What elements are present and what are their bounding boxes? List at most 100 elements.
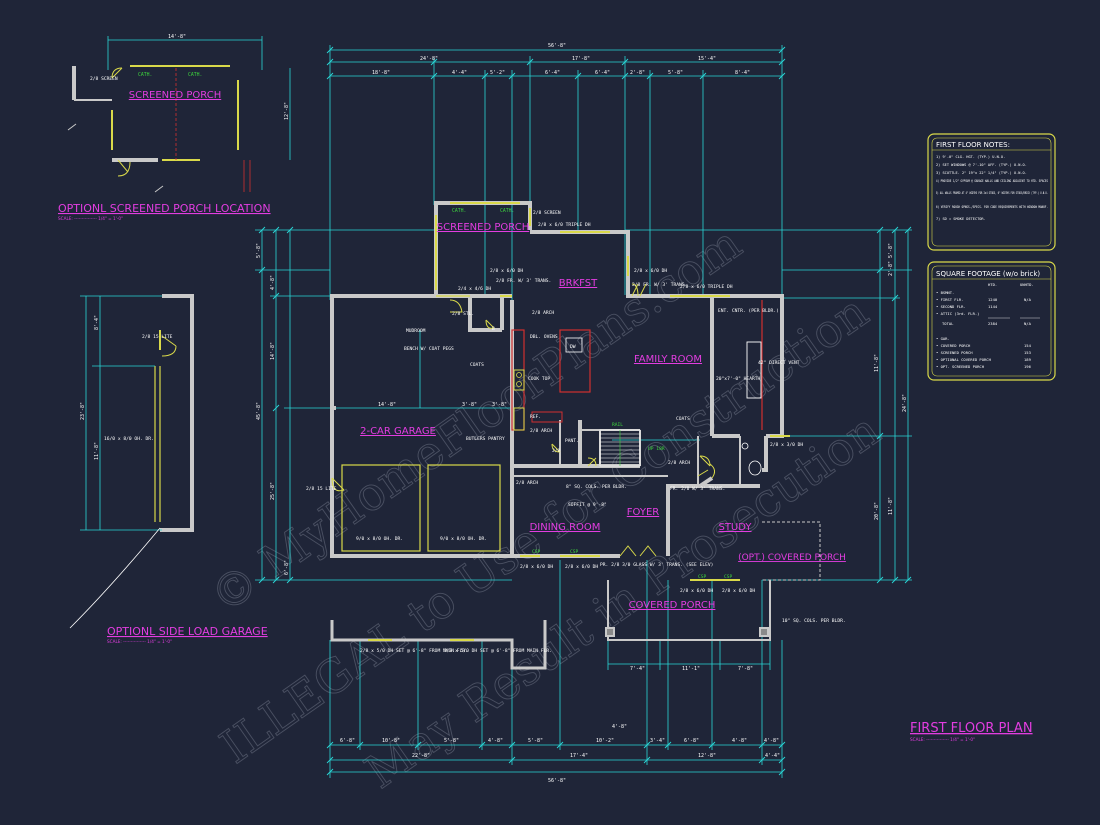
label-dbl-ovens: DBL. OVENS: [530, 334, 558, 340]
label-coats2: COATS: [676, 416, 690, 422]
sqft-row-2-label: • FIRST FLR.: [936, 297, 963, 302]
watermark: © MyHomeFloorPlans.com ILLEGAL to Use fo…: [200, 215, 890, 799]
room-covered-porch: COVERED PORCH: [629, 600, 716, 611]
dimension-ticks: [258, 46, 912, 776]
label-side-lite: 2/8 15 LITE: [142, 334, 173, 340]
label-dw: DW: [570, 344, 576, 350]
dim-bot1-1: 6'-8": [340, 738, 355, 744]
dim-left-2: 4'-8": [270, 275, 276, 290]
room-foyer: FOYER: [627, 507, 660, 518]
dim-top2-8: 8'-4": [735, 70, 750, 76]
room-labels: SCREENED PORCH BRKFST FAMILY ROOM 2-CAR …: [360, 222, 846, 611]
sqft-col-unhtd: UNHTD.: [1020, 282, 1034, 287]
sqft-row-8-label: • SCREENED PORCH: [936, 350, 973, 355]
title-main: FIRST FLOOR PLAN: [910, 721, 1033, 736]
label-porch-cols: 10" SQ. COLS. PER BLDR.: [782, 618, 846, 624]
dim-bot1-2: 10'-8": [382, 738, 400, 744]
dim-bot2-1: 22'-8": [412, 753, 430, 759]
label-hearth: 20"x7'-0" HEARTH: [716, 376, 760, 382]
title-opt-porch-scale: SCALE: --------------- 1/4" = 1'-0": [58, 216, 123, 221]
label-screen-opt: 2/8 SCREEN: [90, 76, 118, 82]
dim-bot2-2: 17'-4": [570, 753, 588, 759]
notes-item-4: 4) PROVIDE 1/2" GYPSUM @ GARAGE WALLS AN…: [936, 179, 1048, 183]
label-door-2446: 2/4 x 4/6 DH: [458, 286, 491, 292]
title-opt-garage: OPTIONL SIDE LOAD GARAGE: [107, 625, 268, 638]
dim-top-1: 24'-8": [420, 56, 438, 62]
label-csp4: CSP: [724, 574, 733, 580]
label-garage-door-1: 9/0 x 8/0 OH. DR.: [356, 536, 403, 542]
opt-covered-porch-outline: [762, 521, 821, 581]
dim-right-5: 11'-8": [888, 497, 894, 515]
dim-left-5: 45'-8": [256, 402, 262, 420]
label-direct-vent: 42" DIRECT VENT: [758, 360, 800, 366]
dim-top2-7: 5'-8": [668, 70, 683, 76]
dim-left-4: 25'-8": [270, 482, 276, 500]
notes-item-3: 3) SCUTTLE. 2" 19"x 22" 1/4" (TYP.) U.N.…: [936, 171, 1027, 175]
dim-garage-inner-2: 3'-8": [462, 402, 477, 408]
room-screened-porch: SCREENED PORCH: [437, 222, 529, 233]
dim-garage-inner-1: 14'-8": [378, 402, 396, 408]
label-csp3: CSP: [698, 574, 707, 580]
dim-left-1: 5'-8": [256, 243, 262, 258]
label-garage-door-2: 9/0 x 8/0 OH. DR.: [440, 536, 487, 542]
title-opt-porch: OPTIONL SCREENED PORCH LOCATION: [58, 202, 271, 215]
dim-right-4: 20'-8": [874, 502, 880, 520]
label-fr-trans: 2/8 FR. W/ 3' TRANS.: [496, 278, 551, 284]
label-arch4: 2/8 ARCH: [516, 480, 538, 486]
label-stl: 2/8 STL.: [452, 311, 474, 317]
dim-porch-3: 7'-8": [738, 666, 753, 672]
label-cath-1: CATH.: [138, 72, 152, 78]
dim-porch-2: 11'-1": [682, 666, 700, 672]
sqft-row-10-unhtd: 196: [1024, 364, 1032, 369]
dim-left-6: 6'-8": [284, 560, 290, 575]
sqft-row-6-label: • GAR.: [936, 336, 950, 341]
label-side-win1: 2/8 x 5/0 DH SET @ 6'-8" FROM MAIN FLR.: [360, 648, 468, 654]
room-study: STUDY: [718, 522, 752, 533]
dim-right-6: 2'-8": [888, 261, 894, 276]
dim-overall-top: 56'-8": [548, 43, 566, 49]
dimension-text: 56'-8" 24'-8" 17'-8" 15'-4" 18'-8" 4'-4"…: [256, 43, 908, 784]
label-dining-win1: 2/8 x 6/0 DH: [520, 564, 553, 570]
first-floor-notes-box: FIRST FLOOR NOTES: 1) 9'-0" CLG. HGT. (T…: [927, 133, 1056, 251]
room-dining: DINING ROOM: [530, 522, 601, 533]
label-front-door: PR. 2/8 3/0 GLASS W/ 3' TRANS. (SEE ELEV…: [600, 562, 713, 568]
dim-top2-4: 6'-4": [545, 70, 560, 76]
label-fr-trans2: 2/8 FR. W/ 3' TRANS.: [632, 282, 687, 288]
square-footage-box: SQUARE FOOTAGE (w/o brick) HTD. UNHTD. •…: [927, 261, 1056, 381]
dim-top2-5: 6'-4": [595, 70, 610, 76]
dim-top-2: 17'-8": [572, 56, 590, 62]
sqft-col-htd: HTD.: [988, 282, 997, 287]
opt-side-garage: 8'-4" 23'-8" 11'-8" 2/8 15 LITE 16/0 x 8…: [69, 294, 194, 629]
label-pant: PANT.: [565, 438, 579, 444]
dim-bot1-6: 10'-2": [596, 738, 614, 744]
sqft-row-3-htd: 1144: [988, 304, 998, 309]
label-cooktop: COOK TOP: [528, 376, 550, 382]
garage-walls: [330, 294, 512, 558]
sqft-row-5-unhtd: N/A: [1024, 321, 1032, 326]
garage-door-2: [427, 464, 501, 552]
notes-item-5: 5) ALL WALLS FRAMED AT 4" WIDTHS FOR 2x4…: [936, 191, 1048, 195]
notes-item-2: 2) SET WINDOWS @ 7'-10" AFF. (TYP.) U.N.…: [936, 163, 1027, 167]
dim-right-1: 5'-8": [888, 243, 894, 258]
label-soffit: SOFFIT @ 9'-8": [568, 502, 607, 508]
label-arch1: 2/8 ARCH: [532, 310, 554, 316]
room-brkfst: BRKFST: [559, 278, 598, 289]
dim-side-garage-3: 11'-8": [94, 442, 100, 460]
label-study-win1: 2/8 x 6/0 DH: [680, 588, 713, 594]
label-mudroom: MUDROOM: [406, 328, 426, 334]
label-ref: REF.: [530, 414, 541, 420]
label-butlers: BUTLERS PANTRY: [466, 436, 505, 442]
dim-top2-3: 5'-2": [490, 70, 505, 76]
sqft-title: SQUARE FOOTAGE (w/o brick): [936, 270, 1040, 278]
label-coats1: COATS: [470, 362, 484, 368]
drawing-titles: OPTIONL SCREENED PORCH LOCATION SCALE: -…: [58, 202, 1033, 742]
dim-top2-1: 18'-8": [372, 70, 390, 76]
title-opt-garage-scale: SCALE: --------------- 1/4" = 1'-0": [107, 639, 172, 644]
green-labels: CATH. CATH.: [452, 208, 514, 214]
label-win-2668: 2/8 x 6/0 DH: [490, 268, 523, 274]
dim-top2-6: 2'-8": [630, 70, 645, 76]
dim-bot1-5: 5'-8": [528, 738, 543, 744]
dim-bot1-3: 5'-8": [444, 738, 459, 744]
dim-top2-2: 4'-4": [452, 70, 467, 76]
